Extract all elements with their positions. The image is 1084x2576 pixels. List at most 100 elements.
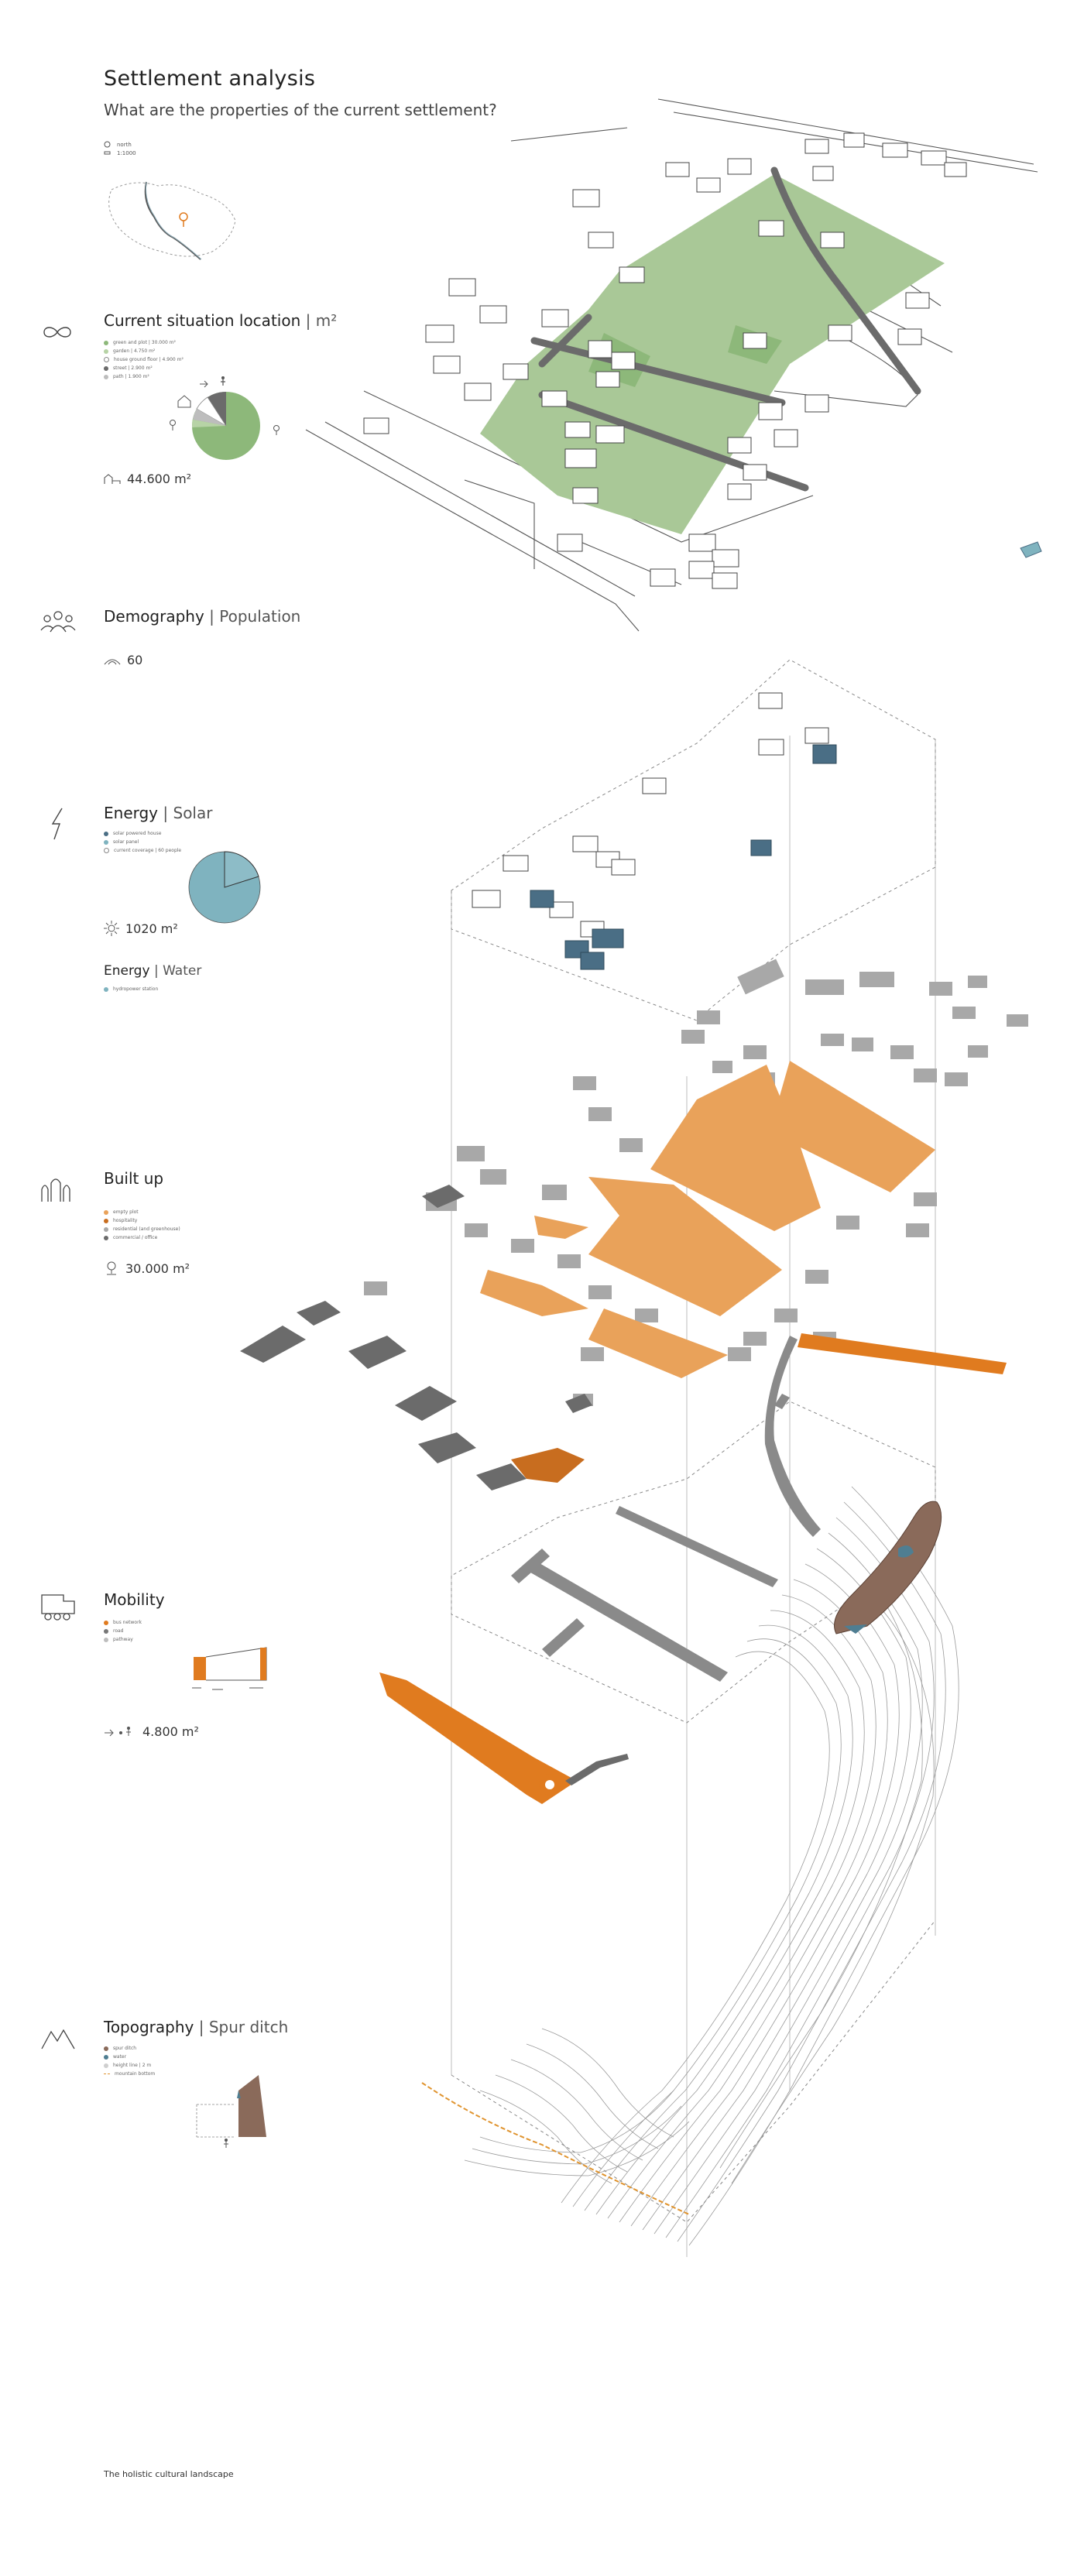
legend-item: current coverage | 60 people <box>104 846 181 855</box>
spur-ditch <box>834 1501 942 1634</box>
topography-layer <box>421 1486 959 2246</box>
green-area <box>480 174 945 534</box>
demography-subtitle: Population <box>219 607 301 626</box>
builtup-title: Built up <box>104 1169 164 1188</box>
mobility-stat-value: 4.800 m² <box>142 1724 199 1739</box>
spur-ditch-shape <box>238 2075 266 2137</box>
solar-houses <box>530 744 837 970</box>
person-icon <box>224 2139 228 2148</box>
legend-item: hydropower station <box>104 985 158 993</box>
legend-item: bus network <box>104 1618 142 1627</box>
legend-item: mountain bottom <box>104 2070 155 2078</box>
pie-slice-street <box>208 391 226 426</box>
vertical-guides <box>451 736 936 2257</box>
legend-item: road <box>104 1627 142 1635</box>
demography-stat: 60 <box>104 653 142 667</box>
legend-item: solar panel <box>104 838 181 846</box>
pie-slice-garden <box>191 420 226 427</box>
north-label: north <box>117 141 132 148</box>
builtup-layer <box>240 959 1028 1490</box>
hospitality-plot <box>511 1448 585 1483</box>
location-pin-icon <box>179 212 188 227</box>
empty-plots <box>480 1061 935 1378</box>
bus-lane-segment <box>798 1333 1007 1374</box>
solar-stat-value: 1020 m² <box>125 921 178 936</box>
river-line <box>146 181 202 260</box>
streets <box>530 166 921 492</box>
pie-slice-house <box>196 396 227 427</box>
infinity-icon <box>43 327 71 338</box>
bus-route <box>379 1672 577 1804</box>
mountain-icon <box>41 2029 75 2049</box>
footer-caption: The holistic cultural landscape <box>104 2469 234 2479</box>
topography-legend: spur ditch water height line | 2 m mount… <box>104 2044 155 2078</box>
scale-icon <box>104 151 111 155</box>
pie-slice-path <box>193 409 226 426</box>
pie-slice-coverage <box>224 851 259 888</box>
legend-item: house ground floor | 4.900 m² <box>104 355 184 364</box>
scale-label: 1:1000 <box>117 149 136 156</box>
topography-heading: Topography | Spur ditch <box>104 2018 289 2036</box>
hydropower-marker <box>1020 541 1042 558</box>
roads <box>511 1336 821 1682</box>
legend-item: garden | 4.750 m² <box>104 347 184 355</box>
solar-legend: solar powered house solar panel current … <box>104 829 181 855</box>
location-legend: green and plot | 30.000 m² garden | 4.75… <box>104 338 184 381</box>
topography-title: Topography <box>104 2018 194 2036</box>
mountain-bottom-line <box>421 2082 690 2215</box>
demography-heading: Demography | Population <box>104 607 301 626</box>
builtup-heading: Built up <box>104 1169 163 1188</box>
legend-item: solar powered house <box>104 829 181 838</box>
mobility-layer <box>379 1333 1007 1804</box>
north-legend: north <box>104 141 132 148</box>
builtup-legend: empty plot hospitality residential (and … <box>104 1208 180 1242</box>
water-shape <box>237 2091 241 2098</box>
population-icon <box>104 658 121 664</box>
water-legend: hydropower station <box>104 985 158 993</box>
legend-item: spur ditch <box>104 2044 155 2053</box>
location-stat: 44.600 m² <box>104 472 191 486</box>
mobility-legend: bus network road pathway <box>104 1618 142 1644</box>
page-subtitle: What are the properties of the current s… <box>104 101 497 119</box>
builtup-stat: 30.000 m² <box>104 1261 190 1276</box>
demography-title: Demography <box>104 607 204 626</box>
mobility-heading: Mobility <box>104 1590 165 1609</box>
bus-lane-bar-right <box>260 1648 266 1680</box>
legend-item: commercial / office <box>104 1233 180 1242</box>
site-plan-layer <box>305 98 1042 632</box>
legend-item: empty plot <box>104 1208 180 1216</box>
pin-icon <box>107 1261 116 1275</box>
north-arrow-icon <box>104 141 111 148</box>
legend-item: path | 1.900 m² <box>104 372 184 381</box>
location-title: Current situation location <box>104 311 301 330</box>
topography-subtitle: Spur ditch <box>208 2018 289 2036</box>
water-title: Energy <box>104 963 150 979</box>
mobility-section-diagram <box>192 1647 267 1690</box>
mobility-title: Mobility <box>104 1590 165 1609</box>
houses <box>363 132 967 589</box>
commercial-blocks <box>240 1185 592 1490</box>
solar-pie-chart <box>188 851 261 924</box>
location-unit: m² <box>315 311 338 330</box>
mobility-icons <box>105 1726 131 1736</box>
scale-legend: 1:1000 <box>104 149 136 156</box>
people-icon <box>40 611 76 633</box>
height-lines <box>464 1486 959 2246</box>
water-subtitle: Water <box>163 963 202 979</box>
house-icon <box>177 395 191 408</box>
bus-icon <box>41 1594 75 1621</box>
mobility-stat: 4.800 m² <box>104 1724 199 1739</box>
pin-icon <box>273 425 280 435</box>
area-icon <box>104 473 121 484</box>
solar-heading: Energy | Solar <box>104 804 213 822</box>
tree-icon <box>170 420 176 430</box>
sun-icon <box>104 921 119 936</box>
legend-item: residential (and greenhouse) <box>104 1225 180 1233</box>
solar-stat: 1020 m² <box>104 921 178 936</box>
bus-lane-bar <box>194 1657 206 1680</box>
location-heading: Current situation location | m² <box>104 311 338 330</box>
lightning-icon <box>51 808 63 840</box>
demography-stat-value: 60 <box>127 653 143 667</box>
solar-title: Energy <box>104 804 159 822</box>
